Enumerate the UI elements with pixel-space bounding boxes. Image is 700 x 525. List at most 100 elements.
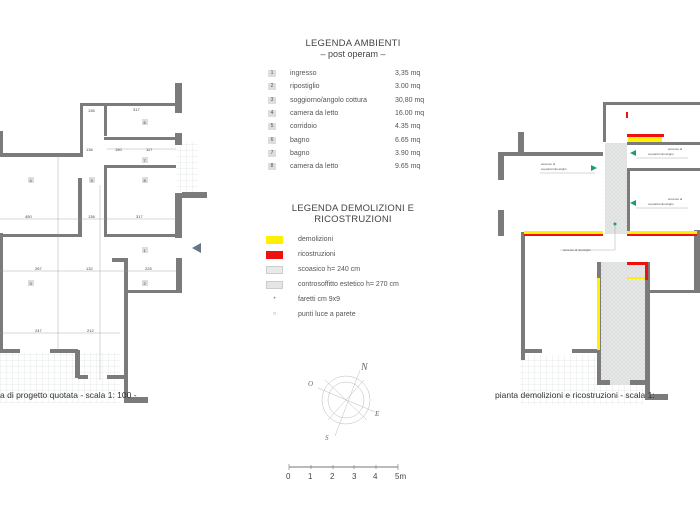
room-legend-row: 2 ripostiglio 3.00 mq <box>258 80 448 93</box>
svg-text:450: 450 <box>25 214 32 219</box>
svg-text:accesso al ripostiglio: accesso al ripostiglio <box>563 248 591 252</box>
svg-text:2: 2 <box>330 472 335 481</box>
legend-symbol-icon: • <box>273 295 276 302</box>
works-legend-row: controsoffitto estetico h= 270 cm <box>258 277 448 292</box>
entrance-arrow-icon <box>192 243 201 253</box>
room-number: 1 <box>268 70 276 78</box>
left-plan-dimensions: 136 317 136 150 117 450 136 317 267 132 … <box>25 107 153 333</box>
works-legend-row: ○ punti luce a parete <box>258 307 448 322</box>
legend-label: faretti cm 9x9 <box>298 296 341 303</box>
svg-text:N: N <box>360 362 369 373</box>
room-area: 3.00 mq <box>395 83 421 91</box>
svg-text:soppalco/ripostiglio: soppalco/ripostiglio <box>648 152 674 156</box>
legend-works-title: LEGENDA DEMOLIZIONI E <box>291 203 415 214</box>
legend-swatch <box>266 250 283 259</box>
left-plan-caption: a di progetto quotata - scala 1: 100 - <box>0 390 137 400</box>
arrow-icons <box>591 150 636 226</box>
svg-text:accesso al: accesso al <box>541 162 556 166</box>
room-name: ripostiglio <box>290 83 320 91</box>
room-area: 3.90 mq <box>395 149 421 157</box>
room-tag-8 <box>142 177 148 183</box>
demolition-wall <box>628 137 662 142</box>
legend-label: punti luce a parete <box>298 311 356 318</box>
svg-text:136: 136 <box>88 214 95 219</box>
legend-label: ricostruzioni <box>298 251 336 258</box>
room-name: soggiorno/angolo cottura <box>290 96 368 104</box>
room-area: 4.35 mq <box>395 123 421 131</box>
svg-text:132: 132 <box>86 266 93 271</box>
demolition-wall <box>597 278 600 350</box>
svg-text:6: 6 <box>144 120 147 125</box>
dimension-lines <box>0 148 176 380</box>
svg-text:2: 2 <box>144 281 147 286</box>
legend-symbol-icon: ○ <box>272 310 277 317</box>
room-tag-1 <box>142 247 148 253</box>
lower-ceiling <box>600 262 645 385</box>
legend-label: controsoffitto estetico h= 270 cm <box>298 281 399 288</box>
room-name: ingresso <box>290 70 317 78</box>
reconstruction-wall <box>524 234 603 236</box>
legend-swatch <box>266 280 283 289</box>
legend-rooms: LEGENDA AMBIENTI – post operam – 1 ingres… <box>258 38 448 173</box>
room-area: 6.65 mq <box>395 136 421 144</box>
room-number: 4 <box>268 110 276 118</box>
legend-rooms-subtitle: – post operam – <box>320 49 386 59</box>
svg-text:1: 1 <box>308 472 313 481</box>
room-number: 3 <box>268 96 276 104</box>
room-tag-2 <box>142 280 148 286</box>
svg-text:S: S <box>325 434 329 442</box>
compass-rose-icon: N E O S <box>308 362 380 442</box>
svg-text:225: 225 <box>145 266 152 271</box>
svg-text:136: 136 <box>86 147 93 152</box>
svg-text:247: 247 <box>35 328 42 333</box>
room-tag-5 <box>89 177 95 183</box>
svg-text:accesso al: accesso al <box>668 147 683 151</box>
svg-text:4: 4 <box>373 472 378 481</box>
svg-text:4: 4 <box>30 178 33 183</box>
svg-text:soppalco/ripostiglio: soppalco/ripostiglio <box>541 167 567 171</box>
svg-text:3: 3 <box>352 472 357 481</box>
room-number: 2 <box>268 83 276 91</box>
demolition-wall <box>627 231 697 234</box>
works-legend-row: ricostruzioni <box>258 247 448 262</box>
legend-rooms-title: LEGENDA AMBIENTI <box>305 38 401 49</box>
room-tag-3 <box>28 280 34 286</box>
svg-text:5m: 5m <box>395 472 406 481</box>
works-legend-row: • faretti cm 9x9 <box>258 292 448 307</box>
room-area: 16.00 mq <box>395 110 425 118</box>
svg-text:8: 8 <box>144 178 147 183</box>
right-floor-plan: accesso al soppalco/ripostiglio accesso … <box>498 102 700 405</box>
room-tag-4 <box>28 177 34 183</box>
svg-text:150: 150 <box>115 147 122 152</box>
room-area: 9.65 mq <box>395 163 421 171</box>
legend-works: LEGENDA DEMOLIZIONI E RICOSTRUZIONI demo… <box>258 203 448 322</box>
room-number: 6 <box>268 136 276 144</box>
svg-text:212: 212 <box>87 328 94 333</box>
svg-text:117: 117 <box>146 147 153 152</box>
right-plan-caption: pianta demolizioni e ricostruzioni - sca… <box>495 390 655 400</box>
svg-text:E: E <box>374 410 380 418</box>
svg-text:136: 136 <box>88 108 95 113</box>
room-name: camera da letto <box>290 163 339 171</box>
works-legend-row: demolizioni <box>258 232 448 247</box>
room-tag-6 <box>142 119 148 125</box>
corridor-ceiling <box>605 143 627 234</box>
room-area: 3,35 mq <box>395 70 421 78</box>
left-floor-plan <box>0 83 207 403</box>
svg-text:0: 0 <box>286 472 291 481</box>
legend-swatch <box>266 235 283 244</box>
svg-text:O: O <box>308 380 313 388</box>
room-legend-row: 4 camera da letto 16.00 mq <box>258 107 448 120</box>
balcony-left <box>176 142 198 192</box>
room-name: camera da letto <box>290 110 339 118</box>
svg-text:317: 317 <box>133 107 140 112</box>
room-name: bagno <box>290 136 310 144</box>
svg-text:267: 267 <box>35 266 42 271</box>
svg-text:3: 3 <box>30 281 33 286</box>
room-name: bagno <box>290 149 310 157</box>
demolition-wall <box>524 231 603 234</box>
reconstruction-wall <box>627 234 697 236</box>
